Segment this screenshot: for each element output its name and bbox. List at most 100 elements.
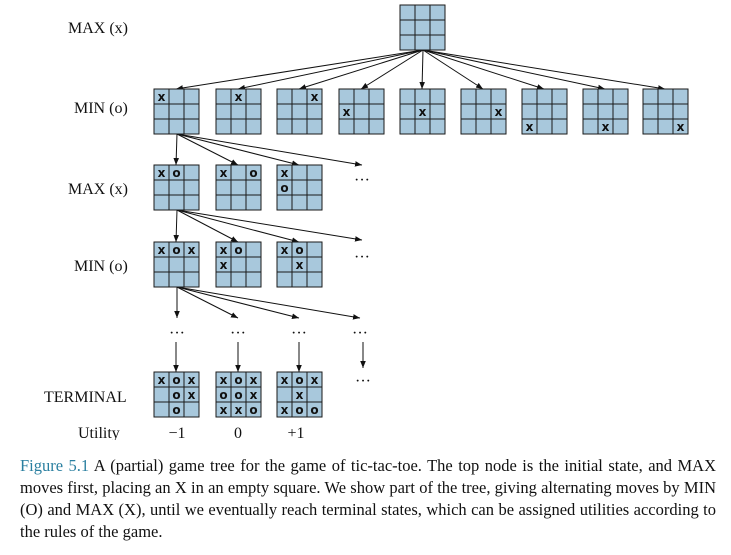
board-cell bbox=[245, 241, 262, 258]
board-cell bbox=[429, 103, 446, 120]
board-cell bbox=[230, 164, 247, 181]
board-cell bbox=[490, 88, 507, 105]
cell-mark-o: o bbox=[172, 388, 180, 402]
board-cell bbox=[368, 88, 385, 105]
board-cell bbox=[306, 164, 323, 181]
board-cell bbox=[153, 401, 170, 418]
cell-mark-x: x bbox=[296, 388, 304, 402]
figure-label: Figure 5.1 bbox=[20, 456, 90, 475]
board-cell bbox=[551, 88, 568, 105]
cell-mark-x: x bbox=[188, 243, 196, 257]
board-cell bbox=[306, 194, 323, 211]
board-cell bbox=[475, 118, 492, 135]
board-cell bbox=[399, 19, 416, 36]
cell-mark-o: o bbox=[172, 166, 180, 180]
board-cell bbox=[353, 88, 370, 105]
tree-edge bbox=[422, 49, 666, 91]
ellipsis: ··· bbox=[354, 172, 370, 189]
board-cell bbox=[368, 118, 385, 135]
level1-board: x bbox=[582, 88, 629, 135]
cell-mark-x: x bbox=[220, 403, 228, 417]
figure-caption: Figure 5.1 A (partial) game tree for the… bbox=[20, 455, 716, 543]
board-cell bbox=[183, 271, 200, 288]
ellipsis: ··· bbox=[230, 325, 246, 342]
cell-mark-x: x bbox=[220, 243, 228, 257]
board-cell bbox=[291, 194, 308, 211]
board-cell bbox=[230, 118, 247, 135]
board-cell bbox=[245, 103, 262, 120]
cell-mark-o: o bbox=[172, 243, 180, 257]
board-cell bbox=[230, 271, 247, 288]
board-cell bbox=[245, 179, 262, 196]
board-cell bbox=[414, 19, 431, 36]
board-cell bbox=[215, 118, 232, 135]
board-cell bbox=[368, 103, 385, 120]
board-cell bbox=[338, 88, 355, 105]
board-cell bbox=[183, 256, 200, 273]
board-cell bbox=[291, 88, 308, 105]
board-cell bbox=[306, 103, 323, 120]
board-cell bbox=[612, 88, 629, 105]
cell-mark-x: x bbox=[188, 373, 196, 387]
board-cell bbox=[291, 164, 308, 181]
cell-mark-x: x bbox=[419, 105, 427, 119]
tree-edge bbox=[422, 49, 545, 90]
board-cell bbox=[183, 401, 200, 418]
cell-mark-x: x bbox=[281, 373, 289, 387]
cell-mark-o: o bbox=[234, 373, 242, 387]
board-cell bbox=[230, 103, 247, 120]
board-cell bbox=[230, 179, 247, 196]
cell-mark-x: x bbox=[311, 373, 319, 387]
board-cell bbox=[642, 118, 659, 135]
cell-mark-x: x bbox=[296, 258, 304, 272]
board-cell bbox=[183, 194, 200, 211]
level-label-max: MAX (x) bbox=[68, 20, 128, 37]
board-cell bbox=[276, 103, 293, 120]
level1-board: x bbox=[338, 88, 385, 135]
tree-edge bbox=[175, 49, 424, 91]
board-cell bbox=[612, 103, 629, 120]
tree-edge bbox=[173, 133, 180, 166]
cell-mark-o: o bbox=[172, 403, 180, 417]
tree-edge bbox=[360, 49, 424, 90]
board-cell bbox=[657, 88, 674, 105]
board-cell bbox=[183, 164, 200, 181]
tree-edge bbox=[176, 133, 300, 166]
board-cell bbox=[414, 4, 431, 21]
board-cell bbox=[153, 386, 170, 403]
board-cell bbox=[414, 88, 431, 105]
board-cell bbox=[306, 256, 323, 273]
board-cell bbox=[672, 88, 689, 105]
board-cell bbox=[597, 103, 614, 120]
board-cell bbox=[460, 103, 477, 120]
board-cell bbox=[168, 88, 185, 105]
board-cell bbox=[536, 88, 553, 105]
board-cell bbox=[245, 118, 262, 135]
board-cell bbox=[183, 118, 200, 135]
board-cell bbox=[429, 19, 446, 36]
level1-board: x bbox=[215, 88, 262, 135]
board-cell bbox=[536, 118, 553, 135]
board-cell bbox=[551, 118, 568, 135]
cell-mark-x: x bbox=[188, 388, 196, 402]
board-cell bbox=[276, 271, 293, 288]
board-cell bbox=[657, 118, 674, 135]
board-cell bbox=[582, 118, 599, 135]
cell-mark-o: o bbox=[295, 403, 303, 417]
cell-mark-x: x bbox=[677, 120, 685, 134]
board-cell bbox=[168, 194, 185, 211]
board-cell bbox=[521, 103, 538, 120]
board-cell bbox=[245, 271, 262, 288]
board-cell bbox=[276, 386, 293, 403]
board-cell bbox=[460, 118, 477, 135]
utility-value: −1 bbox=[168, 425, 185, 440]
board-cell bbox=[597, 88, 614, 105]
board-cell bbox=[399, 4, 416, 21]
board-cell bbox=[153, 103, 170, 120]
cell-mark-x: x bbox=[250, 373, 258, 387]
board-cell bbox=[245, 256, 262, 273]
